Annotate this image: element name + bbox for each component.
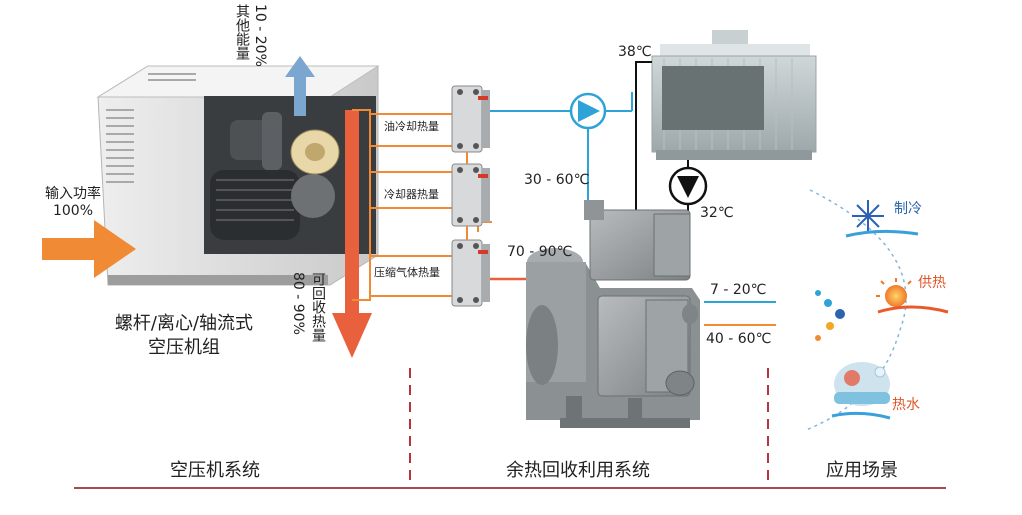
compressor-caption: 螺杆/离心/轴流式 空压机组 xyxy=(98,312,270,360)
other-energy-percent: 10 - 20% xyxy=(252,4,268,67)
tower-inlet-temp: 38℃ xyxy=(618,44,652,60)
compressed-gas-heat-label: 压缩气体热量 xyxy=(374,266,440,279)
oil-cooling-heat-label: 油冷却热量 xyxy=(384,120,439,133)
plate-heat-exchanger-1 xyxy=(451,85,490,153)
application-arc xyxy=(805,189,907,431)
compressor-caption-line2: 空压机组 xyxy=(148,337,220,358)
compressor-unit xyxy=(96,65,380,286)
hot-water-temp: 40 - 60℃ xyxy=(706,331,772,347)
chilled-water-temp: 7 - 20℃ xyxy=(710,282,767,298)
cooler-heat-label: 冷却器热量 xyxy=(384,188,439,201)
input-power-title: 输入功率 xyxy=(45,186,101,202)
other-energy-label: 其他能量 xyxy=(234,4,250,60)
plate-heat-exchanger-2 xyxy=(451,163,490,227)
other-energy-arrow xyxy=(285,56,315,116)
application-cooling: 制冷 xyxy=(894,201,922,217)
cooling-water-temp: 30 - 60℃ xyxy=(524,172,590,188)
sun-icon xyxy=(876,278,949,314)
cooling-water-pipe xyxy=(490,92,633,200)
hot-gas-temp: 70 - 90℃ xyxy=(507,244,573,260)
input-power-arrow xyxy=(42,220,136,278)
absorption-chiller xyxy=(526,200,700,428)
plate-heat-exchanger-3 xyxy=(451,239,490,307)
heat-exchanger-stack xyxy=(451,85,490,307)
temperature-dots-icon xyxy=(815,290,845,341)
section-compressor-system: 空压机系统 xyxy=(170,460,260,481)
compressor-caption-line1: 螺杆/离心/轴流式 xyxy=(114,313,254,334)
tower-outlet-temp: 32℃ xyxy=(700,205,734,221)
recoverable-heat-arrow xyxy=(332,110,372,358)
circulation-pump-icon xyxy=(569,92,607,130)
section-dividers xyxy=(74,368,946,489)
input-power-label: 输入功率 100% xyxy=(38,183,108,219)
recoverable-label: 可回收热量 xyxy=(310,272,326,342)
bathtub-icon xyxy=(831,362,891,420)
section-heat-recovery-system: 余热回收利用系统 xyxy=(506,460,650,481)
recoverable-percent: 80 - 90% xyxy=(290,272,306,335)
input-power-percent: 100% xyxy=(52,203,94,219)
application-heating: 供热 xyxy=(918,275,946,291)
section-applications: 应用场景 xyxy=(826,460,898,481)
tower-pump-icon xyxy=(668,166,708,206)
cooling-tower xyxy=(651,30,817,160)
application-hot-water: 热水 xyxy=(892,397,920,413)
snowflake-icon xyxy=(845,200,919,238)
